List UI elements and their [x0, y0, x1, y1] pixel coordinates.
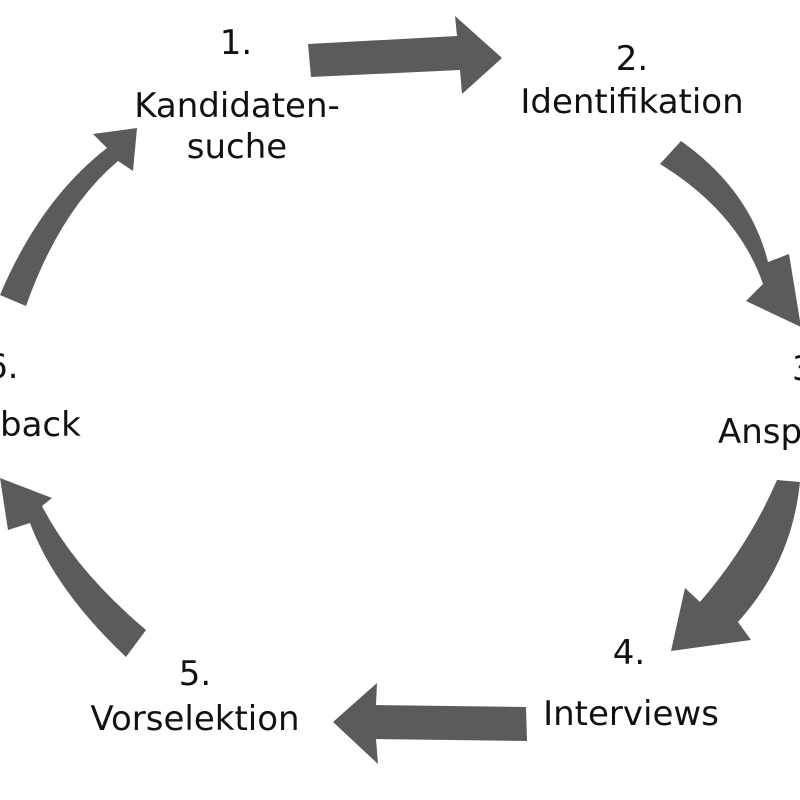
step-3-number: 3. [792, 349, 800, 389]
step-4-number: 4. [613, 633, 645, 673]
step-5: 5. Vorselektion [90, 654, 299, 739]
step-4-line-1: Interviews [543, 694, 719, 734]
step-6-line-1: back [0, 405, 81, 445]
arrow-1-to-2 [308, 16, 502, 94]
arrow-4-to-5 [333, 683, 527, 764]
step-4: 4. Interviews [543, 633, 719, 734]
step-1-line-2: suche [187, 127, 287, 167]
step-2-number: 2. [616, 39, 648, 79]
step-3: 3. Ansp [718, 349, 800, 452]
step-2-line-1: Identifikation [520, 82, 743, 122]
arrow-6-to-1 [0, 128, 137, 306]
arrow-3-to-4 [671, 480, 800, 651]
arrow-2-to-3 [660, 141, 800, 327]
step-1: 1. Kandidaten- suche [134, 23, 340, 167]
step-3-line-1: Ansp [718, 412, 800, 452]
step-1-line-1: Kandidaten- [134, 86, 340, 126]
step-5-line-1: Vorselektion [90, 699, 299, 739]
step-6-number: 6. [0, 347, 18, 387]
step-2: 2. Identifikation [520, 39, 743, 122]
step-1-number: 1. [220, 23, 252, 63]
cycle-arrows [0, 16, 800, 764]
arrow-5-to-6 [0, 478, 146, 657]
step-6: 6. back [0, 347, 81, 445]
step-5-number: 5. [179, 654, 211, 694]
